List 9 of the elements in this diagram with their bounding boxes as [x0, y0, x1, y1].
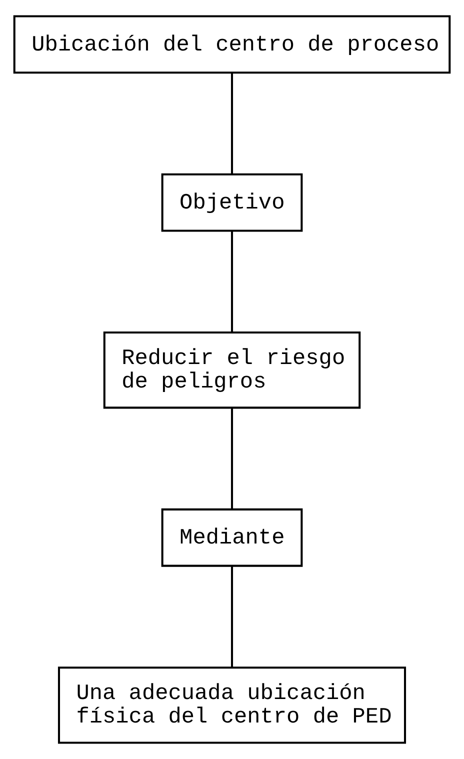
node-box: Reducir el riesgo de peligros — [103, 332, 361, 409]
node-box: Mediante — [161, 508, 303, 567]
connector — [230, 408, 234, 510]
connector — [230, 231, 234, 332]
node-box: Una adecuada ubicación física del centro de PED — [58, 666, 406, 744]
connector — [230, 566, 234, 668]
connector — [230, 73, 234, 174]
node-box: Objetivo — [161, 173, 303, 232]
node-box: Ubicación del centro de proceso — [13, 15, 451, 74]
